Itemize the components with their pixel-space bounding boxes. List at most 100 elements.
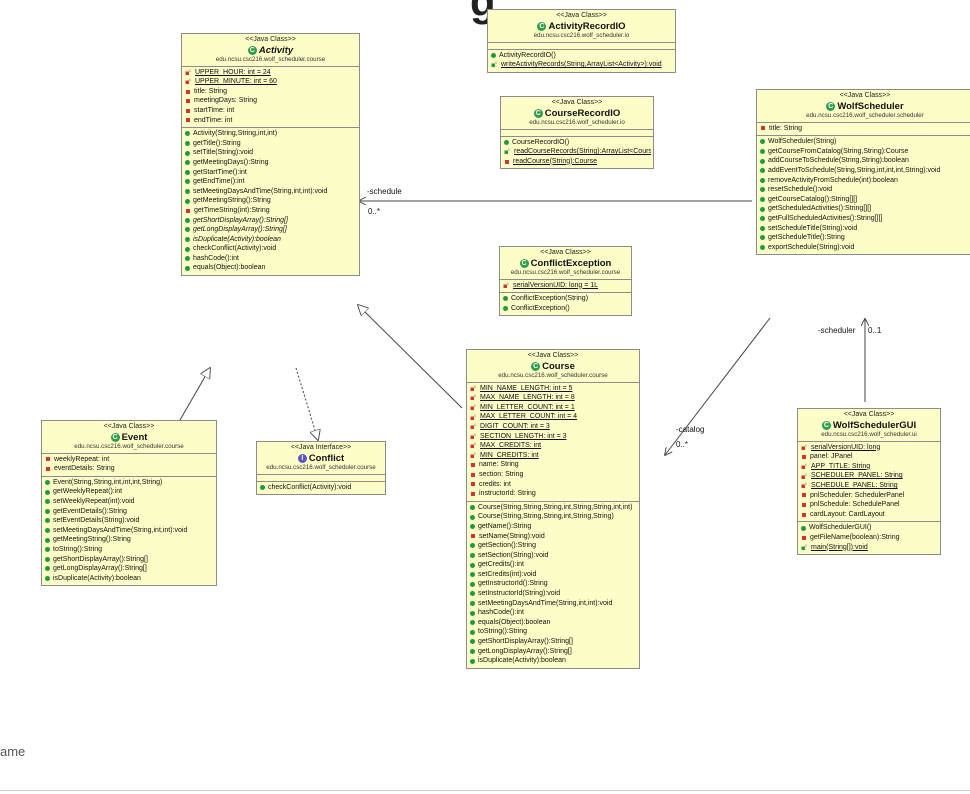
operation-text: toString():String — [53, 545, 103, 553]
public-member-icon — [470, 600, 475, 606]
class-operation: getMeetingDays():String — [185, 158, 357, 168]
private-member-icon — [802, 454, 806, 459]
attribute-text: MAX_LETTER_COUNT: int = 4 — [480, 413, 578, 421]
class-operation: Course(String,String,String,int,String,S… — [470, 512, 637, 522]
operation-text: CourseRecordIO() — [512, 138, 570, 146]
public-member-icon — [185, 265, 190, 271]
private-member-icon — [186, 89, 190, 94]
svg-text:S: S — [805, 444, 808, 448]
bottom-rule — [0, 790, 970, 791]
operation-text: getStartTime():int — [193, 168, 247, 176]
public-member-icon — [185, 236, 190, 242]
public-member-icon — [470, 524, 475, 530]
attribute-text: MIN_CREDITS: int — [480, 451, 539, 459]
class-icon: C — [247, 45, 257, 55]
operation-text: Course(String,String,String,int,String,S… — [478, 513, 614, 521]
attributes-section — [501, 128, 653, 136]
class-attribute: name: String — [470, 460, 637, 470]
operations-section: WolfScheduler(String)getCourseFromCatalo… — [757, 135, 970, 254]
class-operation: resetSchedule():void — [760, 185, 970, 195]
operation-text: WolfScheduler(String) — [768, 138, 837, 146]
attribute-text: SCHEDULE_PANEL: String — [811, 481, 898, 489]
class-operation: setName(String):void — [470, 532, 637, 542]
public-member-icon — [45, 489, 50, 495]
stereotype-label: <<Java Class>> — [556, 12, 607, 19]
static-final-icon: S — [470, 404, 477, 411]
public-member-icon — [185, 189, 190, 195]
operation-text: getWeeklyRepeat():int — [53, 488, 123, 496]
operation-text: getShortDisplayArray():String[] — [53, 555, 148, 563]
class-operation: getFullScheduledActivities():String[][] — [760, 214, 970, 224]
class-operation: setSection(String):void — [470, 551, 637, 561]
static-final-icon: S — [801, 444, 808, 451]
attribute-text: credits: int — [479, 480, 511, 488]
svg-text:S: S — [189, 69, 192, 73]
public-member-icon — [45, 547, 50, 553]
public-member-icon — [760, 235, 765, 241]
public-member-icon — [760, 158, 765, 164]
private-member-icon — [471, 463, 475, 468]
attribute-text: cardLayout: CardLayout — [810, 510, 885, 518]
operation-text: ConflictException() — [511, 304, 570, 312]
class-operation: setCredits(int):void — [470, 570, 637, 580]
operation-text: main(String[]):void — [811, 543, 868, 551]
static-final-icon: S — [470, 423, 477, 430]
class-operation: getName():String — [470, 522, 637, 532]
public-member-icon — [470, 581, 475, 587]
package-label: edu.ncsu.csc216.wolf_scheduler.course — [74, 442, 184, 450]
svg-text:S: S — [805, 482, 808, 486]
public-member-icon — [760, 168, 765, 174]
operation-text: getMeetingString():String — [193, 197, 271, 205]
package-label: edu.ncsu.csc216.wolf_scheduler.io — [533, 31, 630, 39]
public-member-icon — [45, 528, 50, 534]
operation-text: getLongDisplayArray():String[] — [478, 647, 572, 655]
attribute-text: meetingDays: String — [194, 97, 258, 105]
class-operation: getWeeklyRepeat():int — [45, 487, 214, 497]
class-operation: Activity(String,String,int,int) — [185, 129, 357, 139]
operation-text: equals(Object):boolean — [193, 264, 266, 272]
operation-text: hashCode():int — [478, 609, 524, 617]
public-member-icon — [760, 216, 765, 222]
class-operation: setEventDetails(String):void — [45, 516, 214, 526]
attribute-text: UPPER_HOUR: int = 24 — [195, 68, 271, 76]
public-member-icon — [185, 150, 190, 156]
class-operation: ActivityRecordIO() — [491, 51, 673, 61]
attribute-text: MAX_CREDITS: int — [480, 442, 542, 450]
constructor-icon — [503, 296, 508, 302]
operation-text: getMeetingDays():String — [193, 158, 269, 166]
operation-text: setInstructorId(String):void — [478, 590, 561, 598]
public-member-icon — [185, 246, 190, 252]
class-operation: ConflictException(String) — [503, 294, 629, 304]
attribute-text: UPPER_MINUTE: int = 60 — [195, 78, 277, 86]
operation-text: checkConflict(Activity):void — [193, 245, 277, 253]
attribute-text: MIN_LETTER_COUNT: int = 1 — [480, 403, 575, 411]
public-member-icon — [470, 552, 475, 558]
operation-text: getTitle():String — [193, 139, 241, 147]
operation-text: equals(Object):boolean — [478, 618, 551, 626]
class-name: Conflict — [308, 452, 345, 464]
class-attribute: credits: int — [470, 480, 637, 490]
operation-text: getCourseFromCatalog(String,String):Cour… — [768, 147, 909, 155]
operation-text: readCourseRecords(String):ArrayList<Cour… — [514, 148, 651, 156]
package-label: edu.ncsu.csc216.wolf_scheduler.course — [266, 463, 376, 471]
class-attribute: title: String — [185, 87, 357, 97]
